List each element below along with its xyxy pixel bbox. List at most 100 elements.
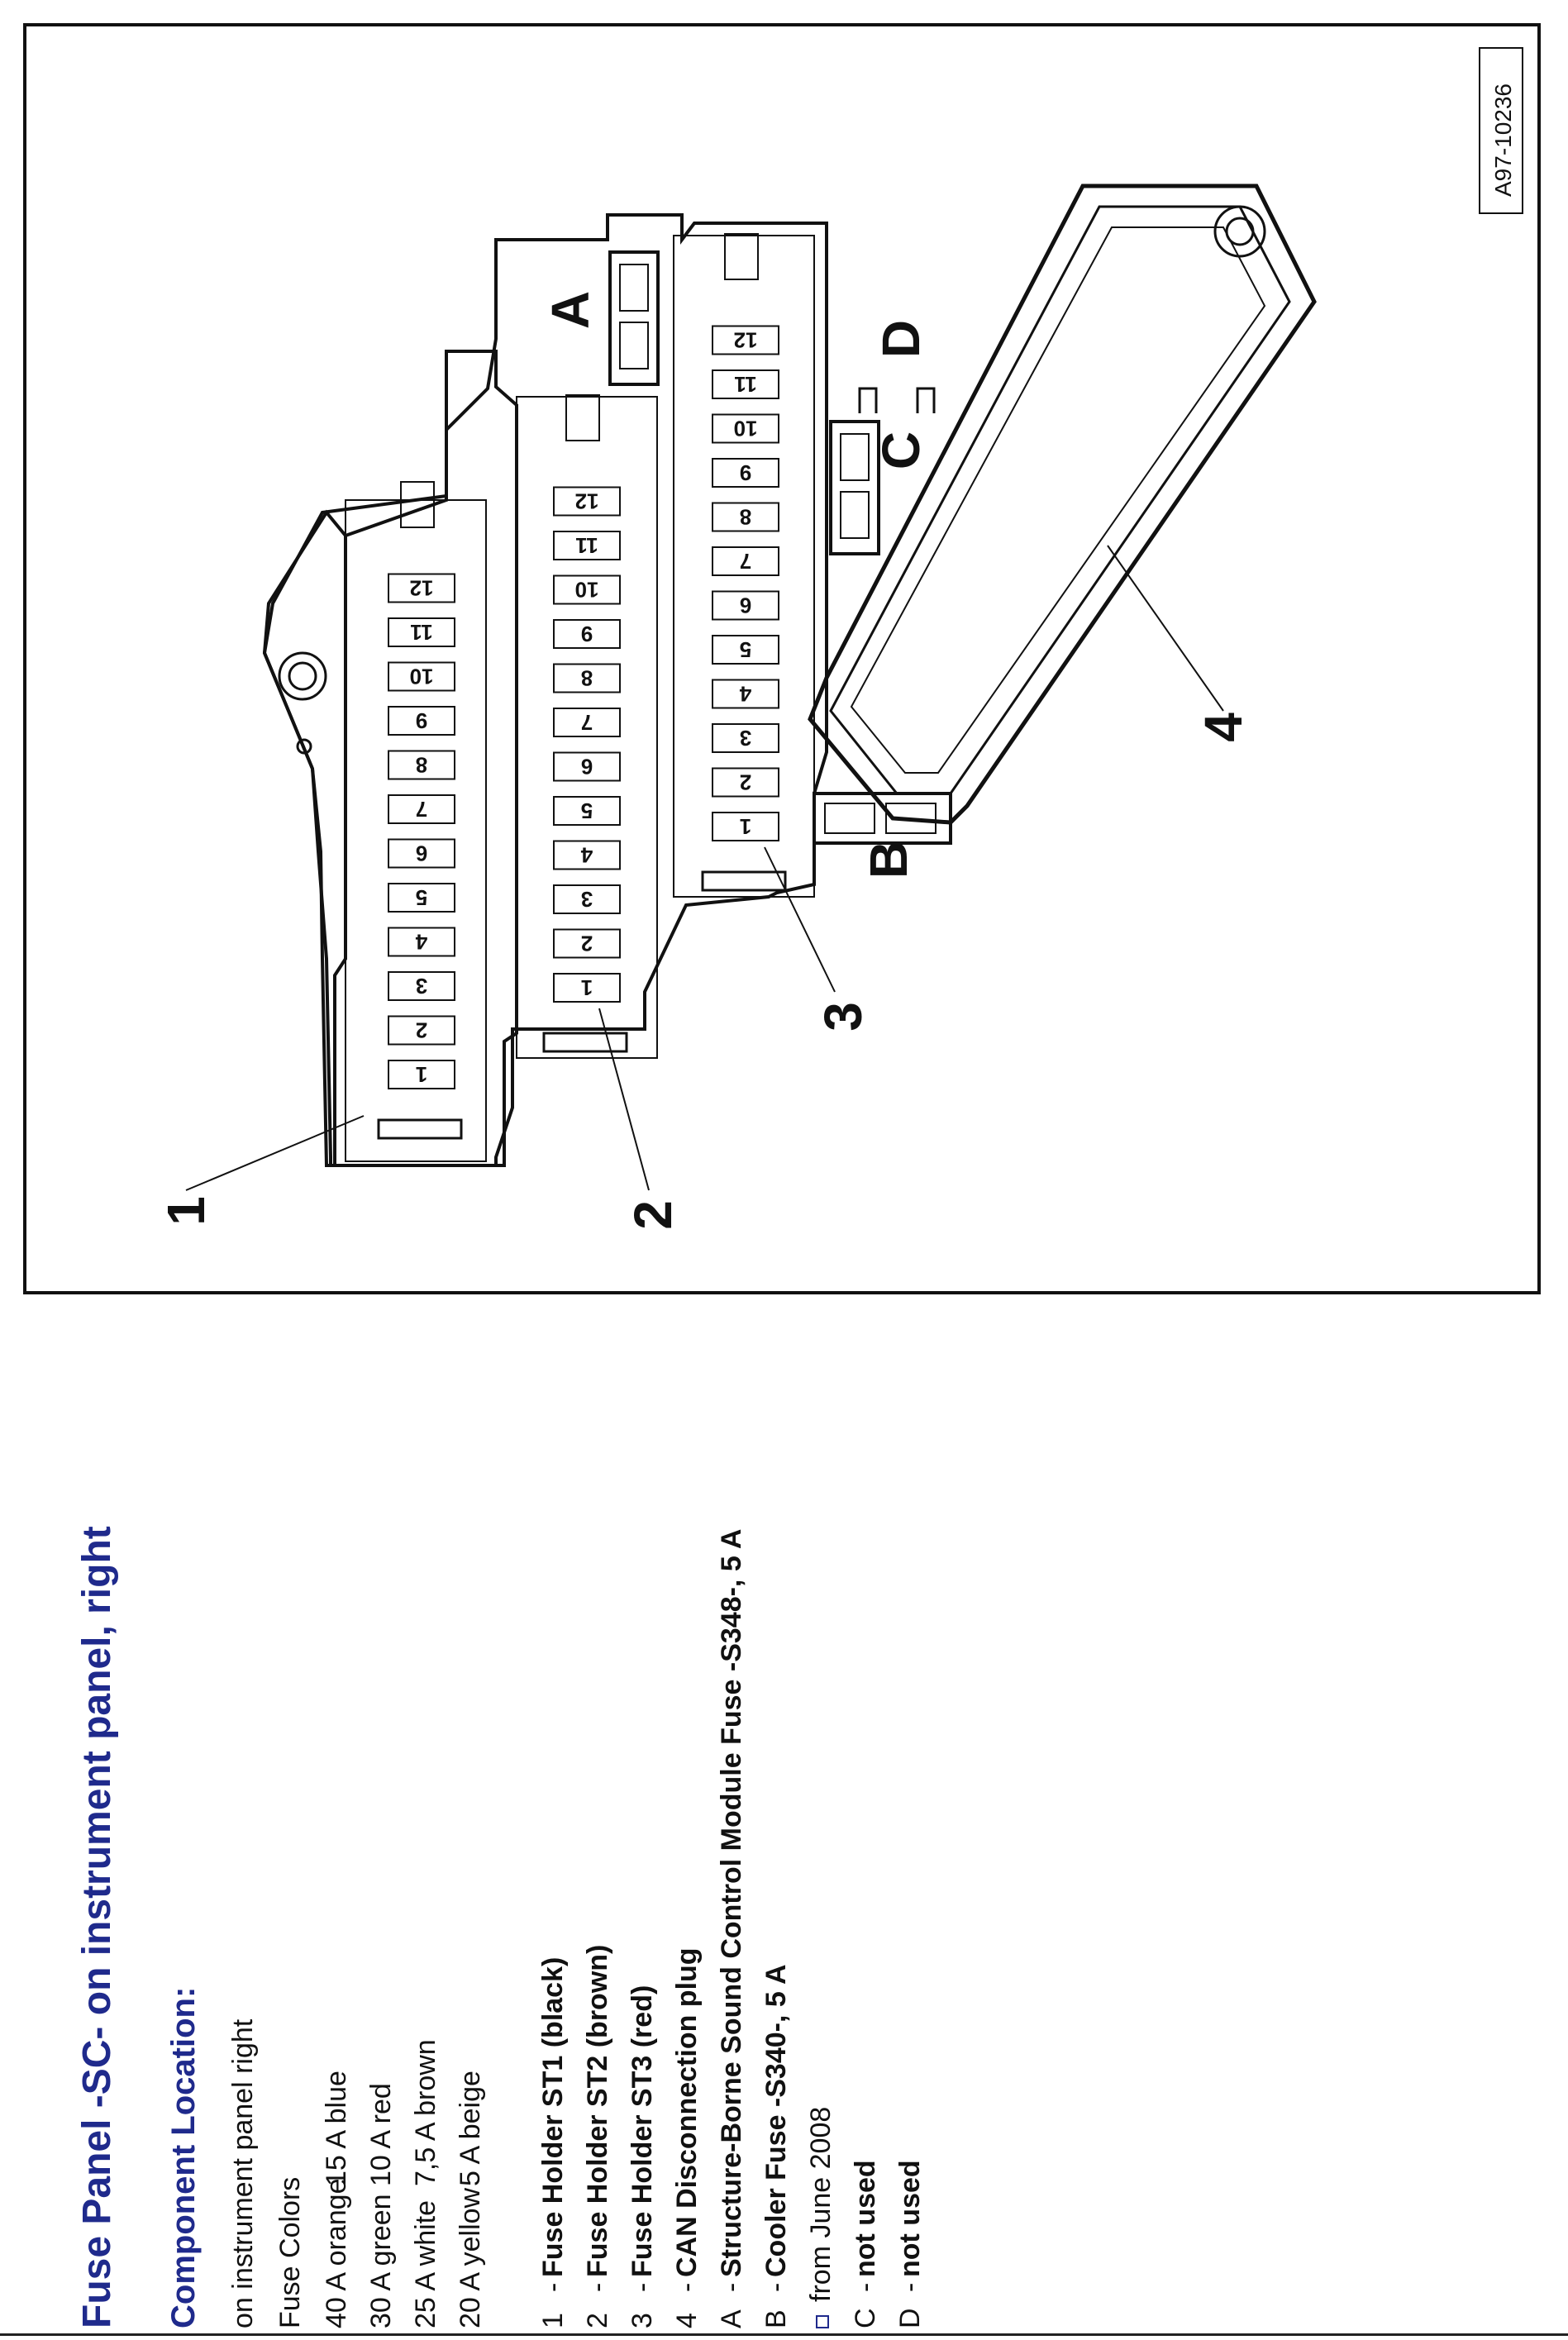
bullet-icon [816, 2315, 830, 2328]
page-title: Fuse Panel -SC- on instrument panel, rig… [75, 1526, 119, 2328]
fuse-slot-number: 5 [740, 637, 751, 662]
callout-1: 1 [156, 1196, 216, 1226]
fuse-slot [553, 928, 621, 959]
fuse-slot-number: 3 [581, 887, 593, 912]
fuse-slot [553, 796, 621, 826]
fuse-slot [553, 708, 621, 737]
fuse-slot [388, 573, 455, 603]
fuse-slot [712, 458, 779, 488]
fuse-slot-number: 1 [581, 975, 593, 1000]
fuse-slot-number: 3 [416, 974, 427, 998]
fuse-slot [712, 767, 779, 798]
callout-b: B [859, 841, 918, 879]
fuse-color-row: 30 A green 10 A red [365, 2083, 397, 2328]
section-subtitle: Component Location: [165, 1986, 202, 2328]
fuse-slot-number: 9 [416, 708, 427, 733]
fuse-D-slot [858, 387, 936, 413]
fuse-slot-number: 3 [740, 726, 751, 751]
fuse-slot-number: 5 [416, 885, 427, 910]
legend-note: from June 2008 [805, 2107, 837, 2328]
fuse-slot [553, 751, 621, 782]
fuse-slot-number: 11 [410, 620, 433, 645]
fuse-slot [712, 723, 779, 753]
fuse-slot [388, 1015, 455, 1046]
fuse-color-row: 20 A yellow 5 A beige [455, 2071, 486, 2328]
fuse-slot-number: 6 [581, 755, 593, 779]
fuse-slot [388, 661, 455, 692]
fuse-slot [712, 812, 779, 841]
fuse-slot-number: 10 [410, 665, 434, 689]
fuse-color-row: 25 A white 7,5 A brown [410, 2039, 441, 2328]
leader-4 [1107, 545, 1224, 712]
fuse-slot-number: 2 [581, 932, 593, 956]
fuse-C [829, 420, 880, 555]
fuse-slot [388, 617, 455, 647]
can-disconnection-plug [808, 183, 1317, 825]
fuse-slot [553, 531, 621, 560]
fuse-slot-number: 7 [581, 710, 593, 735]
fuse-slot [712, 325, 779, 355]
mount-hole-1 [278, 651, 327, 701]
fuse-slot [553, 574, 621, 605]
fuse-slot [388, 883, 455, 913]
fuse-colors-heading: Fuse Colors [274, 2176, 306, 2328]
legend-item: 4-CAN Disconnection plug [671, 1947, 703, 2328]
callout-d: D [871, 320, 931, 358]
fuse-slot-number: 7 [416, 797, 427, 822]
fuse-slot [388, 706, 455, 736]
fuse-slot [553, 619, 621, 649]
legend-item: 1-Fuse Holder ST1 (black) [537, 1956, 569, 2328]
fuse-slot [553, 884, 621, 914]
fuse-slot-number: 12 [734, 328, 758, 353]
fuse-slot [388, 750, 455, 780]
fuse-slot-number: 11 [734, 372, 757, 397]
fuse-slot-number: 1 [416, 1062, 427, 1087]
fuse-slot [553, 663, 621, 693]
legend-item: 2-Fuse Holder ST2 (brown) [582, 1944, 613, 2328]
leader-2 [598, 1008, 650, 1191]
holder-latch [565, 394, 600, 441]
fuse-color-row: 40 A orange 15 A blue [321, 2071, 352, 2328]
text-column: Fuse Panel -SC- on instrument panel, rig… [58, 1351, 1017, 2335]
holder-connector [377, 1118, 463, 1140]
fuse-slot [388, 927, 455, 957]
fuse-slot-number: 4 [739, 682, 751, 707]
diagram-frame [23, 23, 1541, 1294]
fuse-A [608, 250, 660, 386]
leader-3 [764, 846, 836, 993]
fuse-slot-number: 11 [575, 533, 598, 558]
fuse-slot-number: 8 [740, 505, 751, 530]
fuse-slot-number: 9 [581, 622, 593, 646]
fuse-slot-number: 6 [416, 841, 427, 866]
fuse-slot [712, 590, 779, 621]
fuse-slot-number: 9 [740, 460, 751, 485]
fuse-slot [553, 840, 621, 870]
fuse-slot-number: 8 [416, 753, 427, 778]
callout-c: C [871, 431, 931, 469]
fuse-B [813, 792, 952, 845]
fuse-slot-number: 4 [415, 930, 427, 955]
fuse-slot-number: 10 [575, 578, 599, 603]
fuse-slot-number: 2 [740, 770, 751, 795]
callout-3: 3 [813, 1002, 873, 1032]
callout-4: 4 [1194, 712, 1253, 742]
fuse-slot [388, 794, 455, 824]
holder-connector [701, 870, 787, 892]
holder-connector [542, 1032, 628, 1053]
legend-item: B-Cooler Fuse -S340-, 5 A [760, 1964, 792, 2328]
panel-outline [262, 213, 828, 1167]
fuse-slot-number: 7 [740, 549, 751, 574]
fuse-slot [712, 679, 779, 709]
fuse-slot-number: 6 [740, 593, 751, 618]
fuse-slot [388, 971, 455, 1001]
leader-1 [185, 1115, 365, 1191]
fuse-slot [388, 838, 455, 869]
fuse-slot [553, 973, 621, 1003]
holder-latch [724, 233, 759, 280]
callout-a: A [541, 291, 600, 329]
bottom-rule [0, 2333, 1568, 2336]
